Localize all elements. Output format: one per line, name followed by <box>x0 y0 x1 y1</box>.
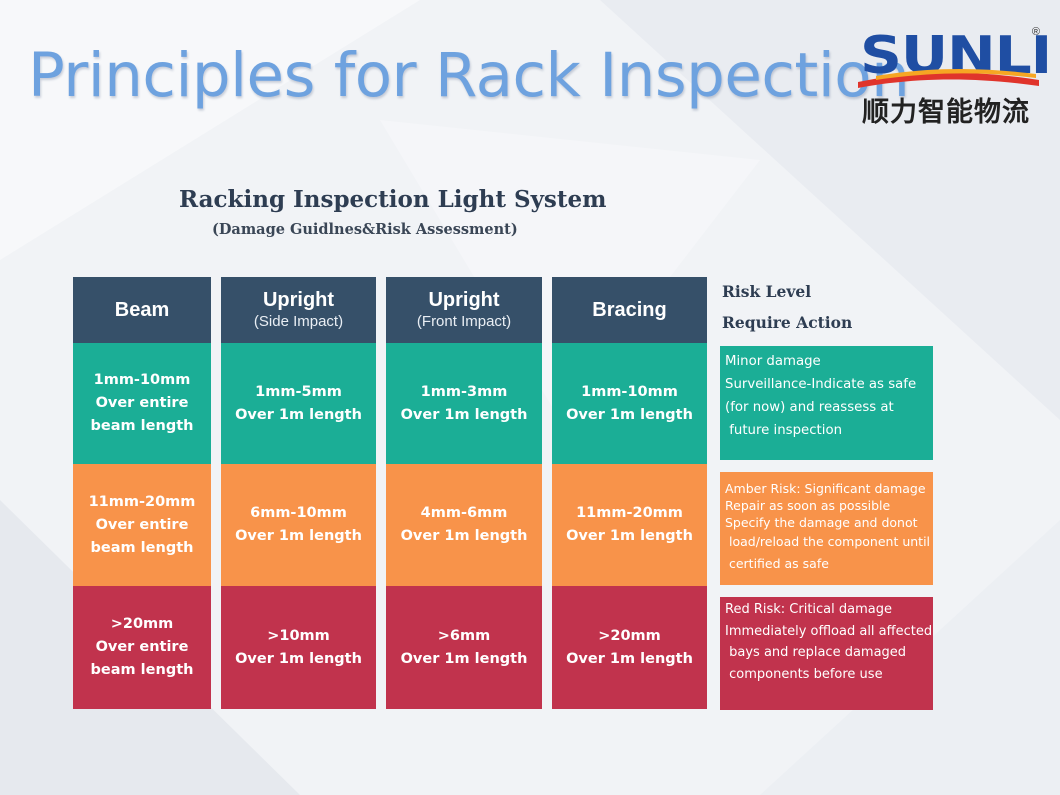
green-cell: 1mm-10mm Over entire beam length <box>73 343 211 464</box>
cell-line: beam length <box>90 539 194 556</box>
risk-line: (for now) and reassess at <box>725 400 894 415</box>
cell-line: 11mm-20mm <box>576 505 683 521</box>
risk-line: bays and replace damaged <box>725 645 907 660</box>
cell-line: 1mm-10mm <box>581 383 678 400</box>
cell-line: Over 1m length <box>400 528 528 544</box>
cell-line: Over 1m length <box>400 406 528 423</box>
column-title: Upright <box>262 289 335 311</box>
column-title: Bracing <box>592 299 667 321</box>
cell-line: 1mm-3mm <box>420 383 508 400</box>
column-upright-side: Upright (Side Impact) 1mm-5mm Over 1m le… <box>221 277 376 709</box>
cell-line: 4mm-6mm <box>420 505 508 521</box>
logo-chinese-text: 顺力智能物流 <box>862 97 1030 128</box>
risk-line: future inspection <box>725 423 843 438</box>
cell-line: Over entire <box>95 395 189 411</box>
column-title: Beam <box>114 299 170 321</box>
risk-line: Amber Risk: Significant damage <box>725 481 926 496</box>
cell-line: 1mm-10mm <box>93 372 191 388</box>
green-cell: 1mm-10mm Over 1m length <box>552 343 707 464</box>
column-bracing: Bracing 1mm-10mm Over 1m length 11mm-20m… <box>552 277 707 709</box>
cell-line: beam length <box>90 662 194 678</box>
column-subtitle: (Front Impact) <box>416 313 512 330</box>
risk-line: Repair as soon as possible <box>725 498 891 513</box>
cell-line: Over entire <box>95 516 189 533</box>
cell-line: >10mm <box>267 627 330 644</box>
risk-line: certified as safe <box>725 556 829 571</box>
column-header: Beam <box>73 277 211 343</box>
column-header: Upright (Side Impact) <box>221 277 376 343</box>
column-title: Upright <box>428 289 500 311</box>
risk-line: Specify the damage and donot <box>725 515 918 530</box>
amber-cell: 6mm-10mm Over 1m length <box>221 464 376 586</box>
cell-line: Over 1m length <box>235 406 362 423</box>
cell-line: 11mm-20mm <box>88 493 196 510</box>
page-title: Principles for Rack Inspection <box>28 40 910 111</box>
risk-box-red: Red Risk: Critical damage Immediately of… <box>720 597 933 710</box>
risk-line: Minor damage <box>725 354 821 369</box>
cell-line: Over 1m length <box>566 650 693 667</box>
amber-cell: 11mm-20mm Over entire beam length <box>73 464 211 586</box>
cell-line: beam length <box>90 418 194 434</box>
column-header: Upright (Front Impact) <box>386 277 542 343</box>
cell-line: Over 1m length <box>235 650 362 667</box>
risk-line: load/reload the component until <box>725 534 931 549</box>
cell-line: >6mm <box>437 627 491 644</box>
column-beam: Beam 1mm-10mm Over entire beam length 11… <box>73 277 211 709</box>
risk-line: Surveillance-Indicate as safe <box>725 377 917 392</box>
risk-box-amber: Amber Risk: Significant damage Repair as… <box>720 472 933 585</box>
green-cell: 1mm-3mm Over 1m length <box>386 343 542 464</box>
column-upright-front: Upright (Front Impact) 1mm-3mm Over 1m l… <box>386 277 542 709</box>
system-subtitle: (Damage Guidlnes&Risk Assessment) <box>212 221 518 238</box>
cell-line: 1mm-5mm <box>255 383 342 400</box>
cell-line: 6mm-10mm <box>250 505 347 521</box>
cell-line: >20mm <box>598 627 661 644</box>
risk-box-green: Minor damage Surveillance-Indicate as sa… <box>720 346 933 460</box>
registered-mark: ® <box>1031 26 1040 38</box>
red-cell: >20mm Over 1m length <box>552 586 707 709</box>
amber-cell: 4mm-6mm Over 1m length <box>386 464 542 586</box>
cell-line: Over 1m length <box>566 406 693 423</box>
risk-line: Red Risk: Critical damage <box>725 602 892 617</box>
column-subtitle: (Side Impact) <box>253 313 344 330</box>
cell-line: Over 1m length <box>235 528 362 544</box>
cell-line: Over entire <box>95 639 189 655</box>
risk-level-label: Risk Level <box>722 282 812 301</box>
cell-line: >20mm <box>110 616 174 632</box>
amber-cell: 11mm-20mm Over 1m length <box>552 464 707 586</box>
column-header: Bracing <box>552 277 707 343</box>
red-cell: >6mm Over 1m length <box>386 586 542 709</box>
green-cell: 1mm-5mm Over 1m length <box>221 343 376 464</box>
cell-line: Over 1m length <box>400 650 528 667</box>
system-title: Racking Inspection Light System <box>179 186 607 213</box>
require-action-label: Require Action <box>722 313 853 332</box>
risk-line: components before use <box>725 666 883 682</box>
risk-line: Immediately offload all affected <box>725 623 933 639</box>
sunli-logo: SUNLI ® 顺力智能物流 <box>856 26 1052 128</box>
logo-swoosh-icon <box>858 69 1039 88</box>
red-cell: >20mm Over entire beam length <box>73 586 211 709</box>
red-cell: >10mm Over 1m length <box>221 586 376 709</box>
cell-line: Over 1m length <box>566 528 693 544</box>
